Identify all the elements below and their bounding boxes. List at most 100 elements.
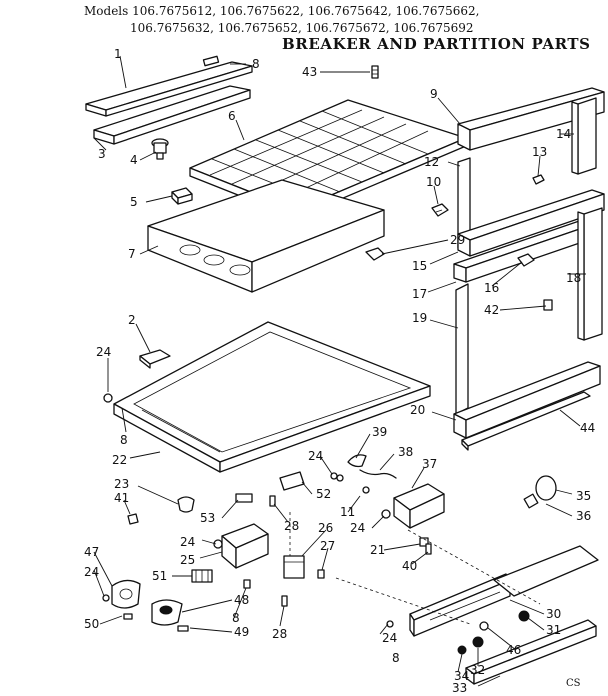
callout-12: 12 — [424, 155, 439, 169]
part-41-clip — [127, 513, 139, 525]
part-2-pad — [139, 349, 171, 369]
callout-30: 30 — [546, 607, 561, 621]
callout-11: 11 — [340, 505, 355, 519]
callout-33: 33 — [452, 681, 467, 695]
callout-53: 53 — [200, 511, 215, 525]
corner-code: CS — [566, 678, 581, 689]
callout-41: 41 — [114, 491, 129, 505]
part-40-screw — [425, 543, 432, 555]
callout-28a: 28 — [284, 519, 299, 533]
callout-24b: 24 — [308, 449, 323, 463]
callout-43: 43 — [302, 65, 317, 79]
callout-25: 25 — [180, 553, 195, 567]
callout-22: 22 — [112, 453, 127, 467]
diagram-title: BREAKER AND PARTITION PARTS — [282, 35, 591, 53]
part-29-clip — [365, 247, 385, 261]
callout-24c: 24 — [350, 521, 365, 535]
part-51-switch — [191, 569, 213, 583]
callout-16: 16 — [484, 281, 499, 295]
callout-37: 37 — [422, 457, 437, 471]
part-9-top-rail — [457, 87, 605, 151]
callout-35: 35 — [576, 489, 591, 503]
callout-5: 5 — [130, 195, 138, 209]
callout-24f: 24 — [382, 631, 397, 645]
callout-34: 34 — [454, 669, 469, 683]
callout-46: 46 — [506, 643, 521, 657]
part-25-bracket — [221, 523, 269, 569]
callout-4: 4 — [130, 153, 138, 167]
callout-15: 15 — [412, 259, 427, 273]
callout-42: 42 — [484, 303, 499, 317]
part-26-thermostat — [283, 555, 305, 579]
callout-14: 14 — [556, 127, 571, 141]
part-1-trim-strip — [85, 61, 253, 117]
part-32-screw — [472, 636, 484, 648]
callout-13: 13 — [532, 145, 547, 159]
part-18-post — [577, 207, 603, 341]
callout-36: 36 — [576, 509, 591, 523]
part-34-screw — [457, 645, 467, 655]
part-24-nut-f — [102, 594, 110, 602]
part-14-post — [571, 97, 597, 175]
part-37-housing — [393, 483, 445, 529]
callout-21: 21 — [370, 543, 385, 557]
callout-24e: 24 — [84, 565, 99, 579]
part-5-block — [171, 187, 193, 205]
callout-51: 51 — [152, 569, 167, 583]
part-48-housing — [151, 599, 183, 626]
part-23-socket — [177, 496, 195, 513]
alignment-lines — [289, 512, 541, 625]
callout-39: 39 — [372, 425, 387, 439]
part-7-breaker-tray — [147, 179, 385, 293]
callout-24a: 24 — [96, 345, 111, 359]
part-28-pin-b — [281, 595, 288, 607]
callout-26: 26 — [318, 521, 333, 535]
callout-9: 9 — [430, 87, 438, 101]
callout-31: 31 — [546, 623, 561, 637]
callout-labels: 1 8 43 9 6 14 4 13 12 3 10 5 7 29 15 18 … — [84, 47, 595, 695]
part-8-screw-c — [243, 579, 251, 589]
callout-49: 49 — [234, 625, 249, 639]
part-49-screw — [177, 625, 189, 632]
part-22-shelf-frame — [113, 321, 431, 473]
callout-44: 44 — [580, 421, 595, 435]
part-52-switch — [279, 471, 305, 491]
part-24-nut-g — [386, 620, 394, 628]
part-33-grille — [465, 619, 597, 685]
part-47-bezel — [111, 579, 141, 609]
callout-52: 52 — [316, 487, 331, 501]
callout-50: 50 — [84, 617, 99, 631]
part-38-wire — [336, 469, 397, 494]
part-42-clip — [543, 299, 553, 311]
part-53-switch — [235, 493, 253, 503]
part-4-knob — [151, 138, 169, 160]
part-16-clip — [517, 253, 535, 267]
part-20-lower-rail — [453, 361, 601, 439]
part-24-nut-c — [330, 472, 338, 480]
callout-29: 29 — [450, 233, 465, 247]
part-19-post — [455, 283, 469, 415]
part-35-lamp — [523, 475, 557, 509]
callout-6: 6 — [228, 109, 236, 123]
callout-17: 17 — [412, 287, 427, 301]
callout-8c: 8 — [232, 611, 240, 625]
part-30-base — [493, 545, 599, 597]
callout-7: 7 — [128, 247, 136, 261]
part-21-screw — [419, 537, 429, 547]
callout-24d: 24 — [180, 535, 195, 549]
part-retainer-strip — [93, 55, 251, 145]
callout-1: 1 — [114, 47, 122, 61]
part-15-middle-rail — [457, 189, 605, 257]
callout-28b: 28 — [272, 627, 287, 641]
part-24-nut-e — [213, 539, 223, 549]
callout-3: 3 — [98, 147, 106, 161]
part-44-bottom-strip — [461, 391, 591, 451]
callout-48: 48 — [234, 593, 249, 607]
callout-18: 18 — [566, 271, 581, 285]
callout-2: 2 — [128, 313, 136, 327]
part-24-screw-a — [103, 393, 113, 403]
callout-8b: 8 — [120, 433, 128, 447]
callout-10: 10 — [426, 175, 441, 189]
part-43-screw — [371, 65, 379, 79]
